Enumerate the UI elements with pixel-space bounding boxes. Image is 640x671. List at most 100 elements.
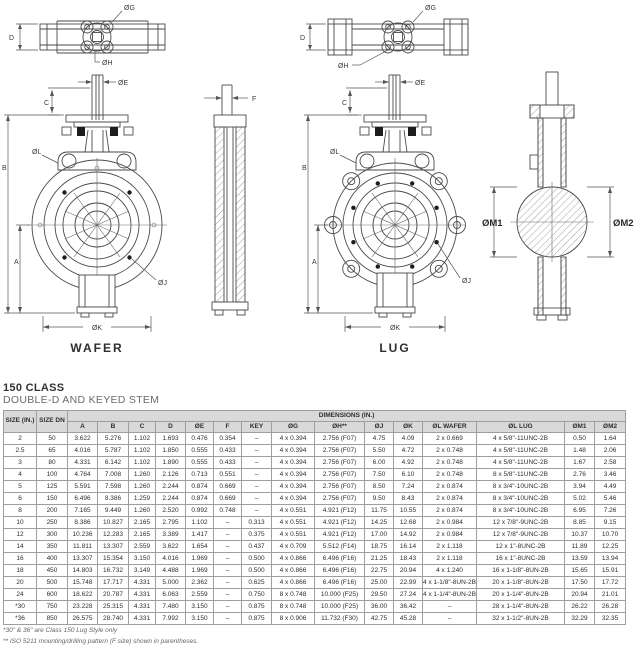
wafer-front-view-drawing: ØE C ØL B A ØJ ØK WAFER <box>2 74 167 355</box>
table-cell: 13.307 <box>67 552 98 565</box>
table-cell: 9.15 <box>593 516 627 529</box>
table-cell: 4.49 <box>593 480 627 493</box>
table-cell: 4 x 0.394 <box>271 444 315 457</box>
table-cell: 15.65 <box>564 564 595 577</box>
table-cell: 5.787 <box>97 444 129 457</box>
table-cell: – <box>241 456 272 469</box>
table-cell: – <box>241 444 272 457</box>
table-cell: 2.756 (F07) <box>314 432 365 445</box>
table-cell: 2.756 (F07) <box>314 480 365 493</box>
table-cell: 1.850 <box>155 444 186 457</box>
table-cell: 1.969 <box>185 552 214 565</box>
section-subtitle: DOUBLE-D AND KEYED STEM <box>3 394 160 406</box>
table-cell: 150 <box>36 492 68 505</box>
table-cell: 16.14 <box>393 540 423 553</box>
table-cell: 21.01 <box>593 588 627 601</box>
table-cell: 0.713 <box>185 468 214 481</box>
table-cell: 5.000 <box>155 576 186 589</box>
table-cell: 1.654 <box>185 540 214 553</box>
table-cell: – <box>213 576 242 589</box>
table-cell: 12 x 7/8"-9UNC-2B <box>476 516 565 529</box>
table-cell: 0.669 <box>213 480 242 493</box>
footnote-lug-only: *30" & 36" are Class 150 Lug Style only <box>3 627 118 634</box>
table-cell: 1.64 <box>593 432 627 445</box>
table-cell: 1.102 <box>128 456 156 469</box>
table-cell: – <box>241 492 272 505</box>
table-cell: 0.555 <box>185 456 214 469</box>
table-cell: 4 x 0.394 <box>271 456 315 469</box>
column-header: F <box>213 421 242 433</box>
table-cell: 22.99 <box>393 576 423 589</box>
table-cell: 20.94 <box>393 564 423 577</box>
dim-label-oe: ØE <box>415 80 425 87</box>
table-cell: 65 <box>36 444 68 457</box>
column-header: ØL WAFER <box>422 421 477 433</box>
table-cell: 18.43 <box>393 552 423 565</box>
table-cell: 12 <box>3 528 37 541</box>
table-cell: 11.732 (F30) <box>314 612 365 625</box>
table-cell: 2 x 0.874 <box>422 480 477 493</box>
table-cell: 6 <box>3 492 37 505</box>
table-cell: 300 <box>36 528 68 541</box>
table-cell: 1.102 <box>128 444 156 457</box>
dim-label-b: B <box>2 165 7 172</box>
table-cell: 16.732 <box>97 564 129 577</box>
table-cell: 0.555 <box>185 444 214 457</box>
table-cell: 10.827 <box>97 516 129 529</box>
table-cell: 6.95 <box>564 504 595 517</box>
table-cell: 7.26 <box>593 504 627 517</box>
table-cell: 4 x 5/8"-11UNC-2B <box>476 444 565 457</box>
table-cell: 2 x 1.118 <box>422 540 477 553</box>
table-cell: 2 x 1.118 <box>422 552 477 565</box>
table-cell: 16 x 1-1/8"-8UN-2B <box>476 564 565 577</box>
column-group-header: DIMENSIONS (IN.) <box>66 410 627 422</box>
table-cell: 11.89 <box>564 540 595 553</box>
column-header: A <box>67 421 98 433</box>
column-header: KEY <box>241 421 272 433</box>
table-cell: 12.25 <box>593 540 627 553</box>
table-cell: 4 x 0.866 <box>271 564 315 577</box>
table-cell: 2.795 <box>155 516 186 529</box>
table-cell: 10.236 <box>67 528 98 541</box>
lug-caption: LUG <box>379 341 410 355</box>
table-cell: 2 x 0.874 <box>422 492 477 505</box>
table-cell: 0.875 <box>241 612 272 625</box>
table-cell: 0.750 <box>241 588 272 601</box>
table-cell: 1.260 <box>128 504 156 517</box>
table-cell: 20 x 1-1/8"-8UN-2B <box>476 576 565 589</box>
table-cell: 6.142 <box>97 456 129 469</box>
table-cell: 2 x 0.748 <box>422 468 477 481</box>
dim-label-ok: ØK <box>390 325 400 332</box>
table-cell: 6.496 <box>67 492 98 505</box>
dim-label-og: ØG <box>124 5 135 12</box>
table-cell: 0.375 <box>241 528 272 541</box>
table-cell: 4 x 0.394 <box>271 432 315 445</box>
column-header: ØE <box>185 421 214 433</box>
dim-label-d: D <box>300 35 305 42</box>
table-cell: 5.591 <box>67 480 98 493</box>
table-cell: 20 <box>3 576 37 589</box>
table-cell: 8 x 5/8"-11UNC-2B <box>476 468 565 481</box>
table-cell: 4 x 0.866 <box>271 576 315 589</box>
dim-label-c: C <box>342 100 347 107</box>
table-cell: 0.874 <box>185 480 214 493</box>
table-cell: 27.24 <box>393 588 423 601</box>
table-cell: 10.000 (F25) <box>314 600 365 613</box>
table-cell: 23.228 <box>67 600 98 613</box>
table-cell: 16 <box>3 552 37 565</box>
table-cell: 1.693 <box>155 432 186 445</box>
table-cell: 2.126 <box>155 468 186 481</box>
table-cell: 12 x 1"-8UNC-2B <box>476 540 565 553</box>
table-cell: 29.50 <box>364 588 394 601</box>
table-cell: – <box>241 468 272 481</box>
table-cell: 250 <box>36 516 68 529</box>
table-cell: 10.000 (F25) <box>314 588 365 601</box>
table-cell: 4.72 <box>393 444 423 457</box>
table-cell: 7.480 <box>155 600 186 613</box>
table-cell: 1.890 <box>155 456 186 469</box>
dim-label-a: A <box>312 259 317 266</box>
table-cell: 4 x 0.709 <box>271 540 315 553</box>
